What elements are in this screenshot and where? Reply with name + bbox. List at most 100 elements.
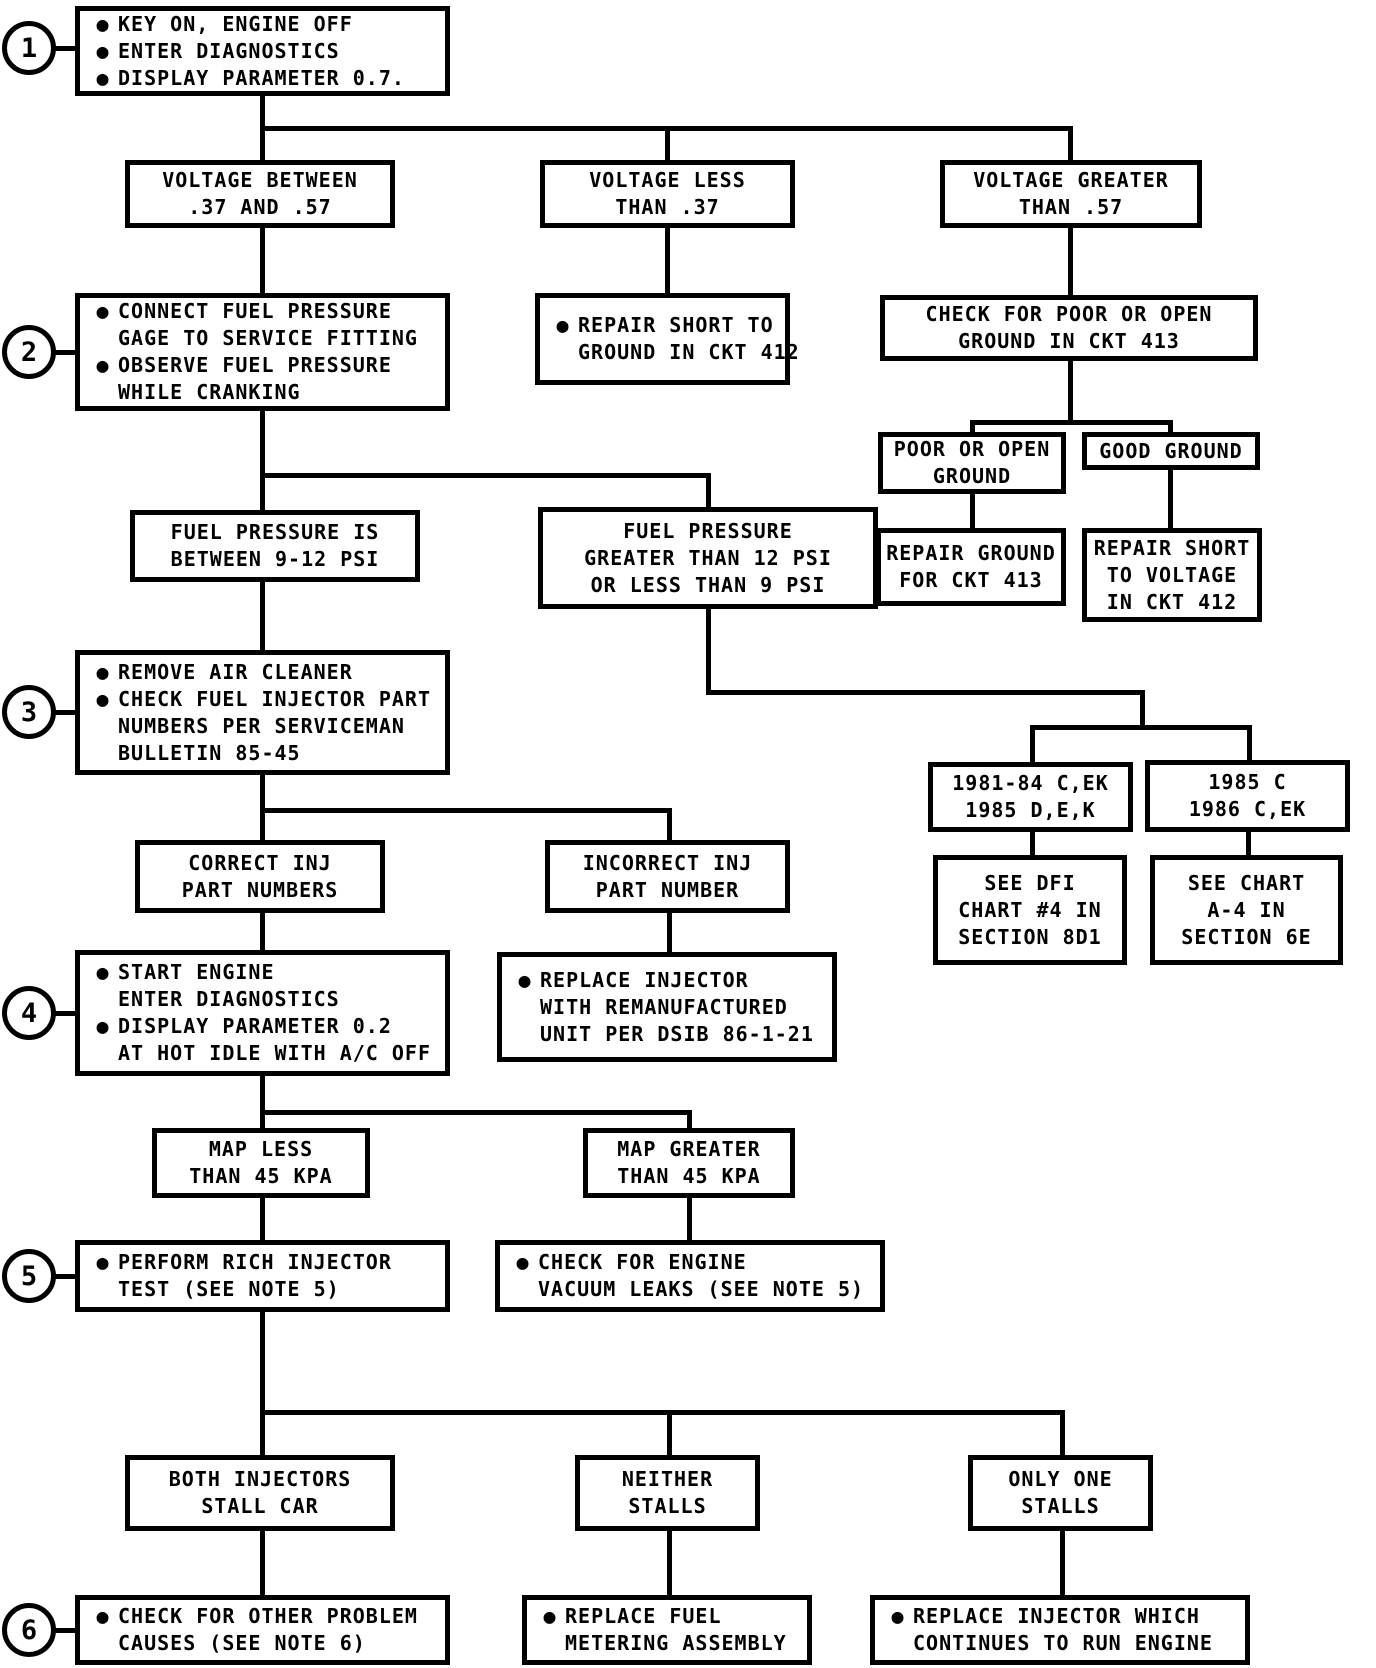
node-replace-running-injector: ●REPLACE INJECTOR WHICH CONTINUES TO RUN… (870, 1595, 1250, 1665)
node-replace-injector-reman: ●REPLACE INJECTOR WITH REMANUFACTURED UN… (497, 952, 837, 1062)
node-see-chart-a4: SEE CHART A-4 IN SECTION 6E (1150, 855, 1343, 965)
connector (706, 690, 1145, 695)
bullet-icon: ● (96, 1250, 110, 1274)
connector (1068, 361, 1073, 420)
connector (970, 420, 1173, 425)
connector (1246, 832, 1251, 855)
step-circle-1: 1 (2, 21, 56, 75)
bullet-icon: ● (96, 38, 110, 63)
node-voltage-between: VOLTAGE BETWEEN .37 AND .57 (125, 160, 395, 228)
node-see-dfi-chart-4: SEE DFI CHART #4 IN SECTION 8D1 (933, 855, 1127, 965)
connector (1060, 1531, 1065, 1595)
connector (1140, 690, 1145, 730)
connector (667, 1410, 672, 1455)
node-fuel-pressure-out-of-range: FUEL PRESSURE GREATER THAN 12 PSI OR LES… (538, 507, 878, 609)
connector (260, 1110, 692, 1115)
step-circle-5: 5 (2, 1249, 56, 1303)
connector (665, 228, 670, 293)
connector (55, 1011, 77, 1016)
bullet-icon: ● (96, 11, 110, 36)
connector (667, 913, 672, 952)
connector (260, 473, 711, 478)
connector (55, 46, 77, 51)
node-poor-or-open-ground: POOR OR OPEN GROUND (878, 432, 1066, 494)
node-only-one-stalls: ONLY ONE STALLS (968, 1455, 1153, 1531)
bullet-icon: ● (96, 353, 110, 377)
node-both-injectors-stall: BOTH INJECTORS STALL CAR (125, 1455, 395, 1531)
connector (55, 710, 77, 715)
node-neither-stalls: NEITHER STALLS (575, 1455, 760, 1531)
connector (1030, 725, 1035, 762)
step-circle-6: 6 (2, 1603, 56, 1657)
node-repair-short-voltage-ckt412: REPAIR SHORT TO VOLTAGE IN CKT 412 (1082, 528, 1262, 622)
node-check-vacuum-leaks: ●CHECK FOR ENGINE VACUUM LEAKS (SEE NOTE… (495, 1240, 885, 1312)
connector (260, 1410, 1065, 1415)
bullet-icon: ● (96, 1014, 110, 1038)
connector (55, 1274, 77, 1279)
bullet-icon: ● (96, 65, 110, 90)
connector (687, 1110, 692, 1128)
connector (667, 808, 672, 840)
node-voltage-less: VOLTAGE LESS THAN .37 (540, 160, 795, 228)
node-voltage-greater: VOLTAGE GREATER THAN .57 (940, 160, 1202, 228)
node-key-on-engine-off: ●KEY ON, ENGINE OFF ●ENTER DIAGNOSTICS ●… (75, 6, 450, 96)
bullet-icon: ● (96, 960, 110, 984)
node-connect-fuel-pressure-gage: ●CONNECT FUEL PRESSURE GAGE TO SERVICE F… (75, 293, 450, 411)
node-check-other-causes: ●CHECK FOR OTHER PROBLEM CAUSES (SEE NOT… (75, 1595, 450, 1665)
connector (55, 350, 77, 355)
bullet-icon: ● (96, 659, 110, 684)
bullet-icon: ● (96, 1604, 110, 1628)
connector (687, 1198, 692, 1240)
node-map-greater-45kpa: MAP GREATER THAN 45 KPA (583, 1128, 795, 1198)
node-remove-air-cleaner: ●REMOVE AIR CLEANER ●CHECK FUEL INJECTOR… (75, 650, 450, 775)
connector (665, 126, 670, 160)
bullet-icon: ● (96, 686, 110, 711)
node-repair-ground-ckt413: REPAIR GROUND FOR CKT 413 (876, 528, 1066, 606)
connector (1068, 228, 1073, 295)
node-check-ground-ckt413: CHECK FOR POOR OR OPEN GROUND IN CKT 413 (880, 295, 1258, 361)
node-fuel-pressure-in-range: FUEL PRESSURE IS BETWEEN 9-12 PSI (130, 510, 420, 582)
node-replace-fuel-metering: ●REPLACE FUEL METERING ASSEMBLY (522, 1595, 812, 1665)
node-years-1981-84: 1981-84 C,EK 1985 D,E,K (928, 762, 1133, 832)
bullet-icon: ● (891, 1604, 905, 1628)
bullet-icon: ● (556, 313, 570, 337)
node-years-1985-86: 1985 C 1986 C,EK (1145, 760, 1350, 832)
node-repair-short-ground-ckt412: ●REPAIR SHORT TO GROUND IN CKT 412 (535, 293, 799, 385)
bullet-icon: ● (543, 1604, 557, 1628)
connector (706, 609, 711, 695)
bullet-icon: ● (96, 299, 110, 323)
connector (55, 1628, 77, 1633)
connector (260, 1198, 265, 1240)
connector (260, 1312, 265, 1455)
node-good-ground: GOOD GROUND (1082, 432, 1260, 470)
connector (260, 1076, 265, 1128)
node-rich-injector-test: ●PERFORM RICH INJECTOR TEST (SEE NOTE 5) (75, 1240, 450, 1312)
connector (1068, 126, 1073, 160)
connector (970, 420, 975, 432)
connector (260, 775, 265, 840)
step-circle-3: 3 (2, 685, 56, 739)
connector (260, 582, 265, 650)
connector (260, 1531, 265, 1595)
bullet-icon: ● (516, 1250, 530, 1274)
connector (260, 228, 265, 293)
connector (260, 808, 672, 813)
node-incorrect-inj-part-number: INCORRECT INJ PART NUMBER (545, 840, 790, 913)
connector (1030, 832, 1035, 855)
connector (667, 1531, 672, 1595)
connector (260, 913, 265, 950)
connector (1247, 725, 1252, 760)
node-start-engine-diagnostics: ●START ENGINE ENTER DIAGNOSTICS ●DISPLAY… (75, 950, 450, 1076)
connector (1168, 470, 1173, 528)
node-correct-inj-part-numbers: CORRECT INJ PART NUMBERS (135, 840, 385, 913)
connector (706, 473, 711, 507)
connector (260, 96, 265, 160)
step-circle-4: 4 (2, 986, 56, 1040)
bullet-icon: ● (518, 967, 532, 992)
node-map-less-45kpa: MAP LESS THAN 45 KPA (152, 1128, 370, 1198)
connector (970, 494, 975, 528)
connector (260, 411, 265, 510)
connector (1060, 1410, 1065, 1455)
connector (1168, 420, 1173, 432)
